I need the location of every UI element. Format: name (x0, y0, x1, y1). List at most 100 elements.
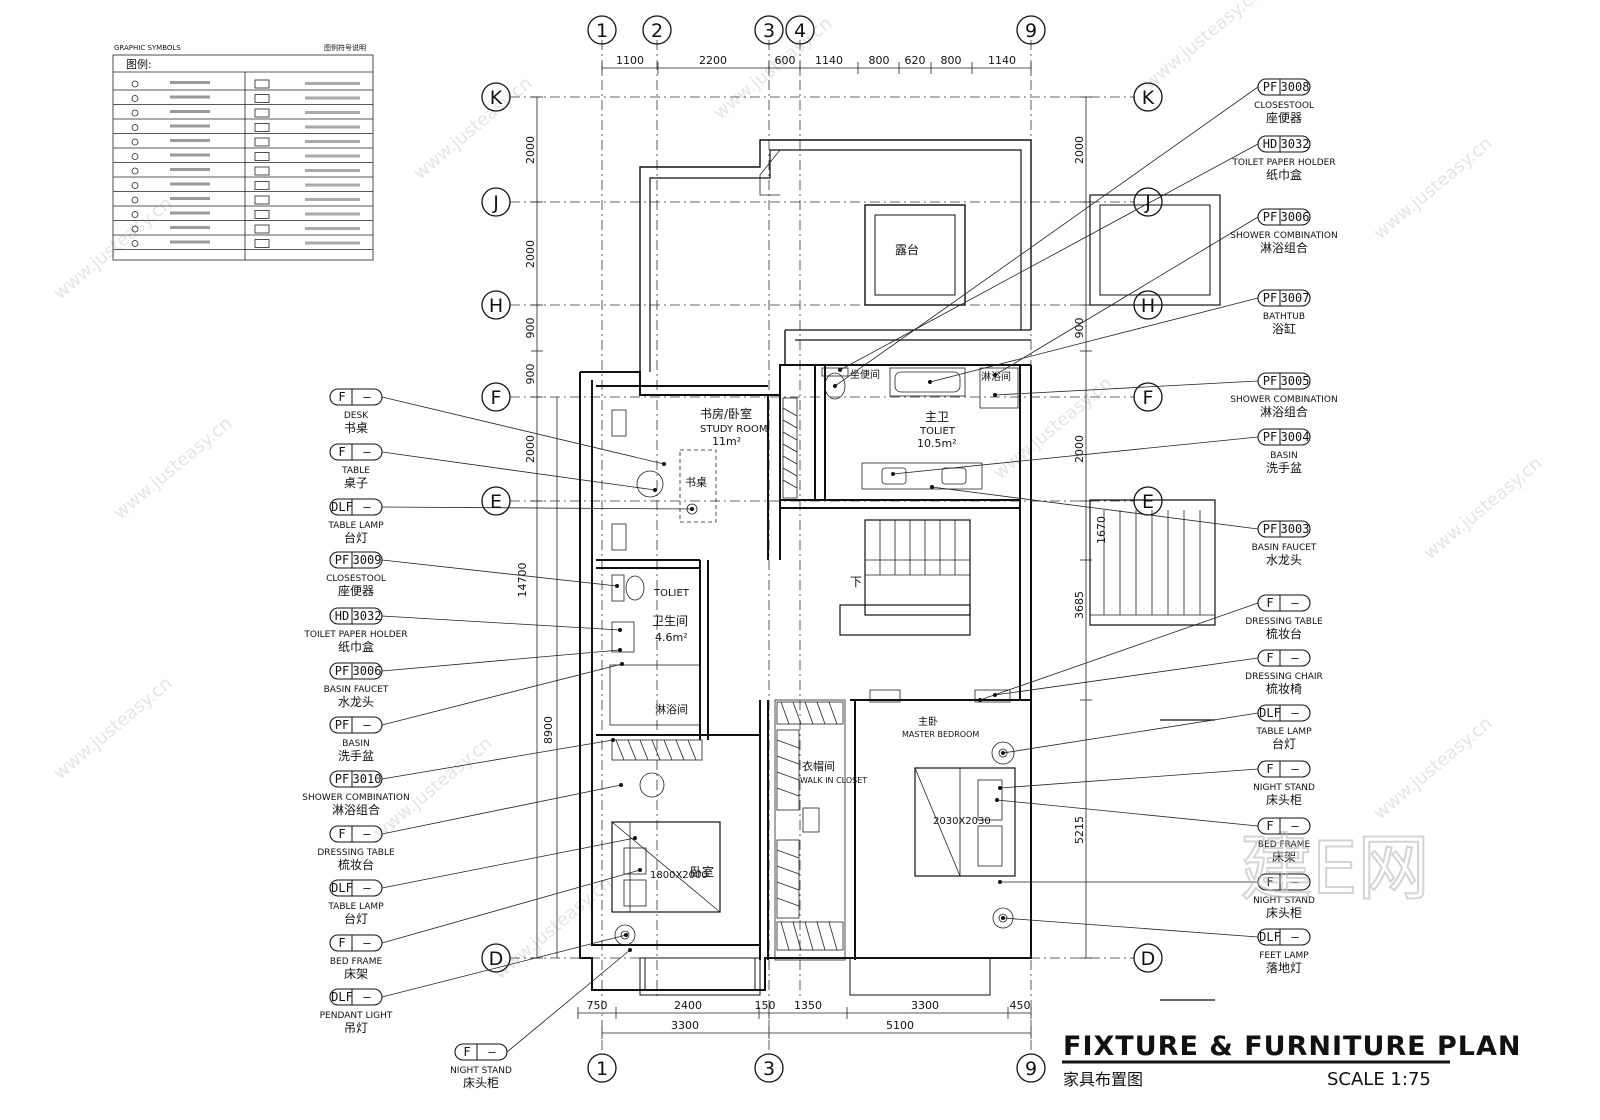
toilet-area: 4.6m² (655, 631, 688, 644)
tag-code: PF (1263, 210, 1277, 224)
bed-master-size: 2030X2030 (933, 816, 991, 827)
grid-left-D: D (489, 948, 504, 970)
grid-top-1: 1 (596, 20, 608, 42)
toilet-label-zh: 卫生间 (652, 614, 688, 628)
dim-b1-5: 450 (1010, 999, 1031, 1012)
leader-line (381, 451, 656, 491)
leader-line (931, 486, 1259, 530)
watermark-url: www.justeasy.cn (1370, 133, 1497, 244)
leader-line (381, 506, 693, 510)
main-toilet-zh: 主卫 (925, 410, 949, 424)
leader-dot (838, 368, 842, 372)
tag-label-en: NIGHT STAND (1253, 783, 1315, 793)
tag-code: DLF (331, 881, 353, 895)
tag-label-en: NIGHT STAND (1253, 896, 1315, 906)
dimension-top: 1100 2200 600 1140 800 620 800 1140 (601, 54, 1032, 74)
tag-label-en: DESK (344, 411, 369, 421)
tag-label-en: BATHTUB (1263, 312, 1305, 322)
shower-label: 淋浴间 (655, 703, 688, 716)
tag-code: F (338, 936, 345, 950)
dim-left-1: 2000 (524, 240, 537, 268)
tag-number: 3003 (1281, 522, 1310, 536)
dim-right-2: 2000 (1073, 435, 1086, 463)
leader-dot (662, 462, 666, 466)
tag-number: 3010 (353, 772, 382, 786)
dim-b1-1: 2400 (674, 999, 702, 1012)
desk-label: 书桌 (685, 476, 707, 489)
grid-top-9: 9 (1025, 20, 1037, 42)
leader-dot (624, 933, 628, 937)
watermark-url: www.justeasy.cn (490, 873, 617, 984)
tag-label-zh: 纸巾盒 (338, 639, 374, 654)
tag-label-en: BASIN FAUCET (1252, 543, 1317, 553)
leader-line (929, 297, 1259, 383)
tag-label-en: TOILET PAPER HOLDER (1231, 158, 1335, 168)
tag-label-zh: 梳妆台 (1266, 626, 1302, 641)
tag-label-zh: 座便器 (1266, 110, 1302, 125)
dim-b1-2: 150 (755, 999, 776, 1012)
tag-number: 3032 (1281, 137, 1310, 151)
grid-left-F: F (491, 387, 502, 409)
leader-dot (995, 798, 999, 802)
leader-line (994, 657, 1259, 696)
grid-right-K: K (1142, 87, 1155, 109)
grid-top-3: 3 (763, 20, 775, 42)
tag-label-en: PENDANT LIGHT (320, 1011, 393, 1021)
tag-label-en: FEET LAMP (1259, 951, 1309, 961)
watermark-url: www.justeasy.cn (50, 673, 177, 784)
leader-line (1002, 917, 1259, 938)
tag-number: — (1291, 930, 1299, 944)
furniture: 书桌 书房/卧室 STUDY ROOM 11m² TOLIET 卫生间 4.6m… (609, 367, 1019, 961)
dimension-right: 2000 900 2000 1670 3685 5215 (1073, 96, 1108, 959)
dim-b1-4: 3300 (911, 999, 939, 1012)
dim-b2-0: 3300 (671, 1019, 699, 1032)
tag-label-en: TABLE (341, 466, 370, 476)
leader-line (381, 837, 636, 889)
tag-number: 3009 (353, 553, 382, 567)
leader-dot (611, 738, 615, 742)
bathtub-shape (889, 367, 966, 397)
leader-dot (638, 868, 642, 872)
tag-number: — (363, 936, 371, 950)
leader-line (381, 615, 621, 631)
leader-dot (690, 507, 694, 511)
leader-line (381, 869, 641, 944)
leader-dot (1001, 916, 1005, 920)
dim-left-3: 900 (524, 364, 537, 385)
dim-top-4: 800 (869, 54, 890, 67)
tag-code: DLF (1259, 706, 1281, 720)
tag-label-en: TOILET PAPER HOLDER (303, 630, 407, 640)
tag-label-zh: 淋浴组合 (1260, 240, 1308, 255)
tag-label-zh: 床头柜 (1266, 906, 1302, 920)
tag-label-zh: 淋浴组合 (1260, 404, 1308, 419)
sheet-title: FIXTURE & FURNITURE PLAN (1063, 1031, 1522, 1062)
tag-number: — (363, 881, 371, 895)
dim-right-1: 900 (1073, 318, 1086, 339)
tag-label-zh: 梳妆台 (338, 857, 374, 872)
dim-top-5: 620 (905, 54, 926, 67)
leader-dot (930, 485, 934, 489)
leader-line (506, 949, 631, 1053)
tag-number: 3005 (1281, 374, 1310, 388)
legend-header: 图例: (126, 57, 152, 71)
dim-right-4: 3685 (1073, 591, 1086, 619)
tag-code: DLF (331, 990, 353, 1004)
bedroom-label: 卧室 (690, 864, 714, 879)
leader-line (999, 768, 1259, 789)
tag-label-en: CLOSESTOOL (326, 574, 386, 584)
leader-dot (833, 384, 837, 388)
legend-box: GRAPHIC SYMBOLS 图例符号说明 图例: (112, 43, 374, 261)
tag-number: — (1291, 875, 1299, 889)
grid-bottom-9: 9 (1025, 1058, 1037, 1080)
tag-code: PF (335, 718, 349, 732)
bed-master (914, 767, 1016, 877)
